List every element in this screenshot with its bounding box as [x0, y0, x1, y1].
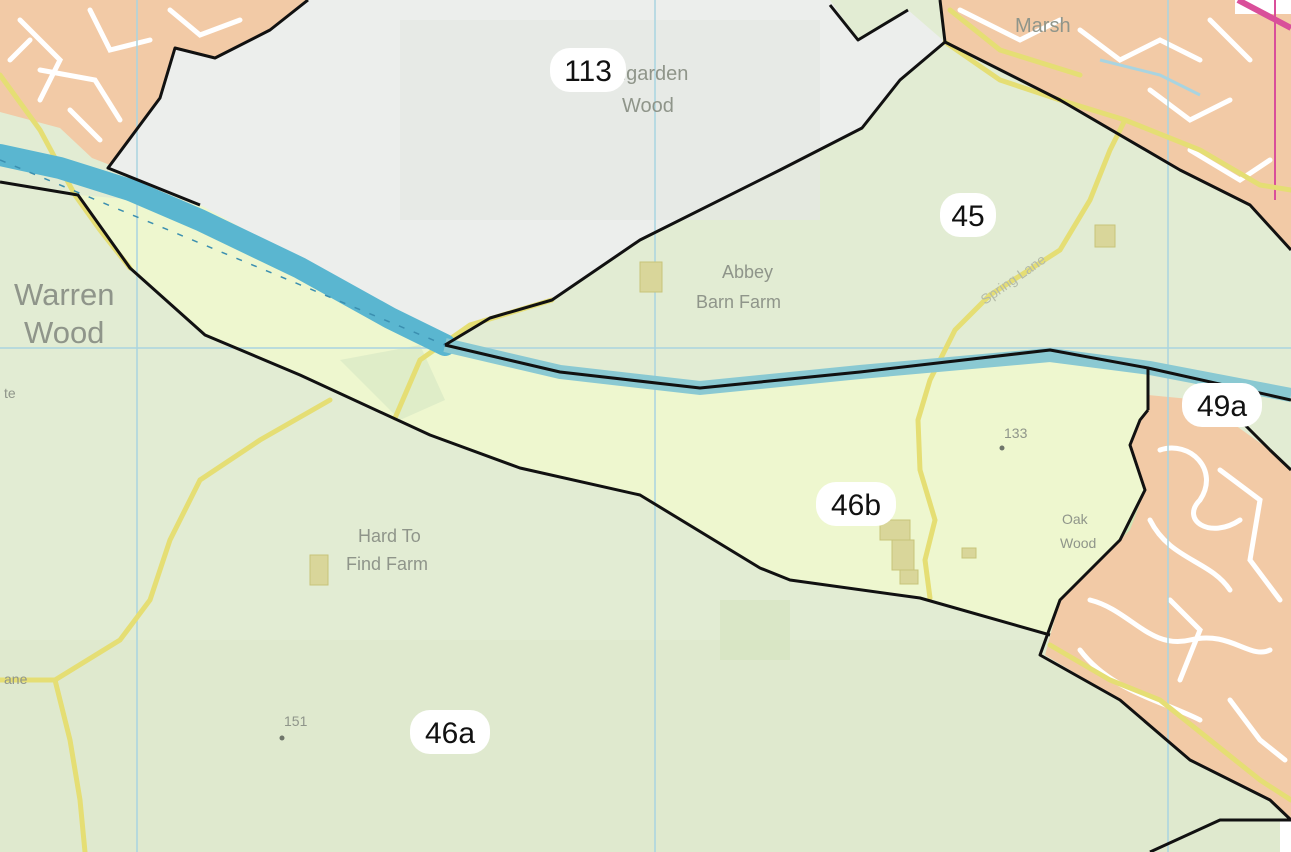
- place-warren: Warren: [14, 277, 114, 312]
- place-wood-north-2: Wood: [622, 95, 674, 117]
- canal-west: [0, 144, 456, 356]
- place-abbey: Abbey: [722, 262, 773, 282]
- building-abbey: [639, 261, 663, 293]
- place-warren-2: Wood: [24, 315, 104, 350]
- canal-towpath: [0, 159, 446, 346]
- spot-height-south: 151: [284, 713, 308, 729]
- urban-ne-streets: [957, 7, 1273, 183]
- zone-label-45-text: 45: [951, 200, 984, 233]
- urban-ne: [940, 0, 1291, 250]
- place-marsh: Marsh: [1015, 15, 1071, 37]
- building-46b-2: [891, 539, 915, 571]
- zone-label-46a-text: 46a: [425, 717, 475, 750]
- building-spring-lane: [1094, 224, 1116, 248]
- zone-label-49a-text: 49a: [1197, 390, 1247, 423]
- place-abbey-2: Barn Farm: [696, 292, 781, 312]
- zone-label-113-text: 113: [564, 55, 612, 88]
- place-oak-wood: Wood: [1060, 535, 1096, 551]
- place-oak: Oak: [1062, 511, 1089, 527]
- zone-label-113-bg: [550, 48, 626, 92]
- zone-label-45-bg: [940, 193, 996, 237]
- zone-label-46a-bg: [410, 710, 490, 754]
- zone-label-46a[interactable]: 46a: [410, 710, 490, 754]
- urban-east-gap: [1280, 820, 1291, 852]
- zone-label-49a-bg: [1182, 383, 1262, 427]
- place-hard-to: Hard To: [358, 526, 421, 546]
- spot-height-east-dot: [999, 445, 1005, 451]
- urban-nw: [0, 0, 308, 168]
- place-edge-left: te: [4, 385, 16, 401]
- zone-label-113[interactable]: 113: [550, 48, 626, 92]
- urban-nw-streets: [7, 7, 243, 143]
- building-hard-to-find: [309, 554, 329, 586]
- spot-height-east: 133: [1004, 425, 1028, 441]
- zone-label-46b-text: 46b: [831, 489, 881, 522]
- parcel-shade-2: [720, 600, 790, 660]
- ne-watercourse: [1099, 58, 1201, 97]
- place-wood-north: ngarden: [615, 63, 688, 85]
- zone-label-45[interactable]: 45: [940, 193, 996, 237]
- zone-label-46b[interactable]: 46b: [816, 482, 896, 526]
- building-46b-3: [899, 569, 919, 585]
- spot-height-south-dot: [279, 735, 285, 741]
- zone-label-49a[interactable]: 49a: [1182, 383, 1262, 427]
- zone-label-46b-bg: [816, 482, 896, 526]
- place-find-farm: Find Farm: [346, 554, 428, 574]
- place-edge-left-2: ane: [4, 671, 28, 687]
- building-small: [961, 547, 977, 559]
- ne-railway: [1236, 0, 1291, 31]
- buildings: [309, 224, 1116, 586]
